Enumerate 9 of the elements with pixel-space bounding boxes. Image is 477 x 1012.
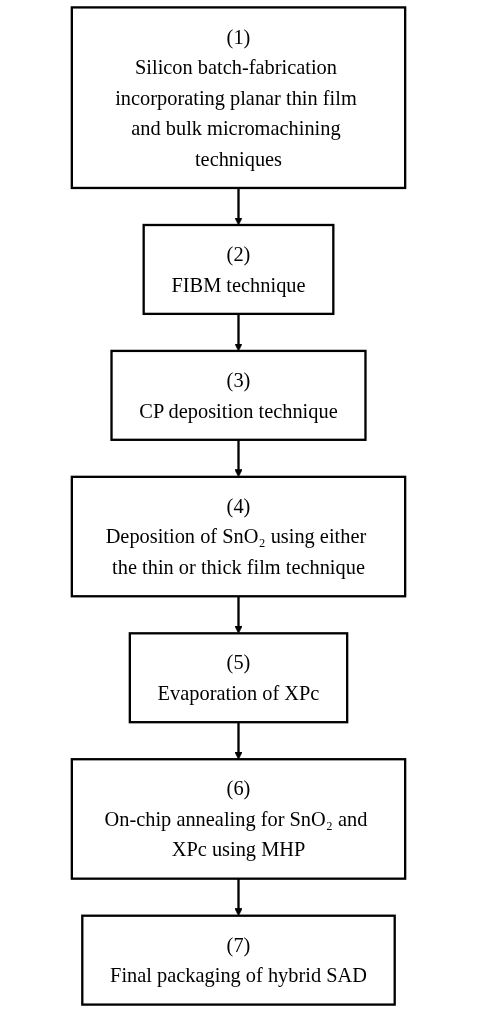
node-box: (1) Silicon batch-fabrication incorporating planar thin film and bulk micromachining techniques (70, 6, 407, 190)
node-box: (6) On-chip annealing for SnO₂ and XPc using MHP (70, 758, 407, 880)
node-box: (2) FIBM technique (142, 223, 335, 316)
node-box: (7) Final packaging of hybrid SAD (81, 914, 396, 1006)
arrow (234, 722, 243, 760)
arrow (234, 596, 243, 634)
node-box: (4) Deposition of SnO₂ using either the thin or thick film technique (70, 475, 407, 598)
node-box: (3) CP deposition technique (110, 349, 367, 441)
node-box: (5) Evaporation of XPc (128, 632, 349, 724)
